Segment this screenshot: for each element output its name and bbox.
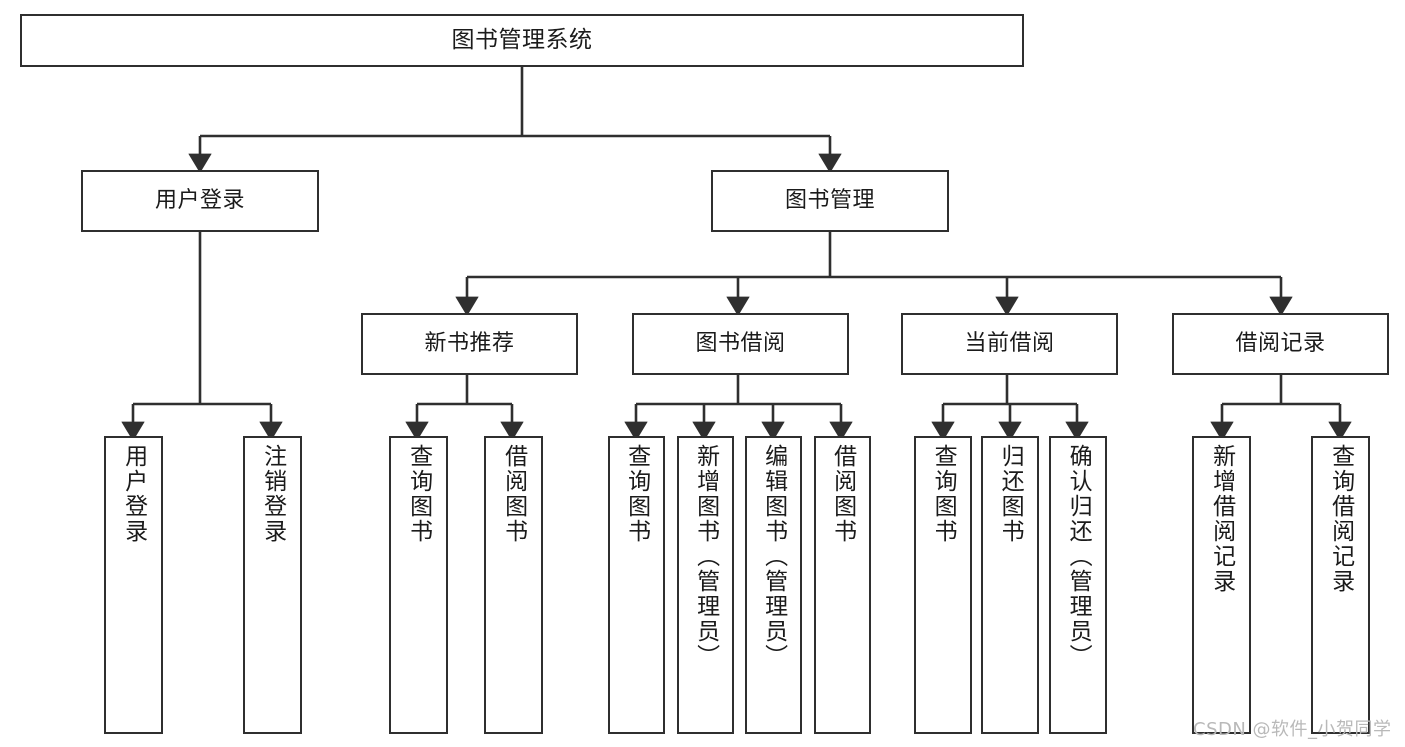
node-label: 图书管理	[784, 188, 875, 214]
leaf-query-book-recommend[interactable]: 查询图书	[389, 436, 448, 734]
leaf-add-borrow-record[interactable]: 新增借阅记录	[1192, 436, 1251, 734]
watermark-text: CSDN @软件_小贺同学	[1193, 719, 1392, 740]
node-label: 确认归还（管理员）	[1065, 444, 1092, 669]
node-book-borrow[interactable]: 图书借阅	[632, 313, 849, 375]
node-label: 借阅图书	[829, 444, 856, 544]
leaf-borrow-book-recommend[interactable]: 借阅图书	[484, 436, 543, 734]
node-root-book-management-system[interactable]: 图书管理系统	[20, 14, 1024, 67]
node-user-login[interactable]: 用户登录	[81, 170, 319, 232]
node-label: 新书推荐	[424, 331, 515, 357]
node-label: 图书借阅	[695, 331, 786, 357]
node-book-management[interactable]: 图书管理	[711, 170, 949, 232]
node-borrow-record[interactable]: 借阅记录	[1172, 313, 1389, 375]
node-label: 用户登录	[154, 188, 245, 214]
node-label: 当前借阅	[964, 331, 1055, 357]
leaf-logout-login[interactable]: 注销登录	[243, 436, 302, 734]
node-label: 归还图书	[997, 444, 1024, 544]
node-label: 查询图书	[623, 444, 650, 544]
node-label: 图书管理系统	[451, 26, 593, 53]
leaf-query-borrow-record[interactable]: 查询借阅记录	[1311, 436, 1370, 734]
node-label: 编辑图书（管理员）	[760, 444, 787, 669]
node-label: 借阅记录	[1235, 331, 1326, 357]
node-label: 用户登录	[120, 444, 147, 544]
node-label: 注销登录	[259, 444, 286, 544]
leaf-user-login[interactable]: 用户登录	[104, 436, 163, 734]
leaf-query-book-borrow[interactable]: 查询图书	[608, 436, 665, 734]
node-label: 借阅图书	[500, 444, 527, 544]
leaf-borrow-book[interactable]: 借阅图书	[814, 436, 871, 734]
node-label: 新增借阅记录	[1208, 444, 1235, 594]
leaf-query-book-current[interactable]: 查询图书	[914, 436, 972, 734]
leaf-confirm-return-admin[interactable]: 确认归还（管理员）	[1049, 436, 1107, 734]
node-label: 新增图书（管理员）	[692, 444, 719, 669]
node-label: 查询图书	[930, 444, 957, 544]
node-new-book-recommend[interactable]: 新书推荐	[361, 313, 578, 375]
leaf-return-book[interactable]: 归还图书	[981, 436, 1039, 734]
node-current-borrow[interactable]: 当前借阅	[901, 313, 1118, 375]
node-label: 查询借阅记录	[1327, 444, 1354, 594]
node-label: 查询图书	[405, 444, 432, 544]
leaf-add-book-admin[interactable]: 新增图书（管理员）	[677, 436, 734, 734]
leaf-edit-book-admin[interactable]: 编辑图书（管理员）	[745, 436, 802, 734]
